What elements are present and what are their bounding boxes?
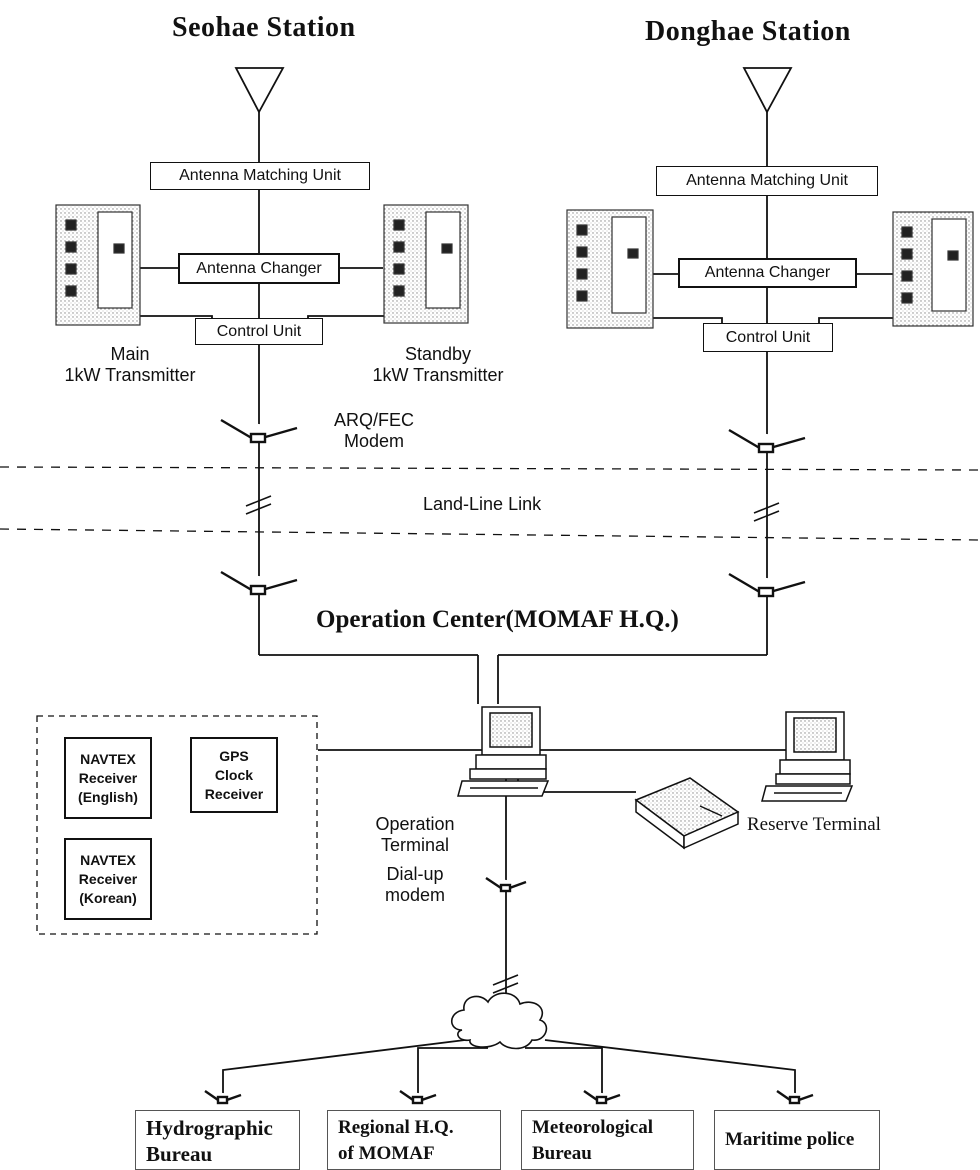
modem-icon [204, 418, 814, 1105]
seohae-antenna-changer: Antenna Changer [178, 253, 340, 284]
seohae-station-title: Seohae Station [172, 12, 356, 43]
break-mark [245, 495, 780, 994]
seohae-control-unit: Control Unit [195, 318, 323, 345]
donghae-station-title: Donghae Station [645, 16, 851, 47]
donghae-control-unit: Control Unit [703, 323, 833, 352]
destination-maritime-police: Maritime police [714, 1110, 880, 1170]
seohae-antenna-matching-unit: Antenna Matching Unit [150, 162, 370, 190]
donghae-antenna-changer: Antenna Changer [678, 258, 857, 288]
operation-center-title: Operation Center(MOMAF H.Q.) [316, 606, 679, 633]
reserve-terminal-icon [761, 711, 854, 802]
printer-icon [634, 777, 740, 850]
transmitter-icon [55, 204, 974, 329]
reserve-terminal-label: Reserve Terminal [747, 814, 881, 835]
land-line-link-label: Land-Line Link [423, 494, 542, 514]
network-cloud-icon [450, 992, 548, 1050]
destination-regional-hq-momaf: Regional H.Q.of MOMAF [327, 1110, 501, 1170]
operation-terminal-icon [457, 706, 550, 797]
donghae-antenna-matching-unit: Antenna Matching Unit [656, 166, 878, 196]
